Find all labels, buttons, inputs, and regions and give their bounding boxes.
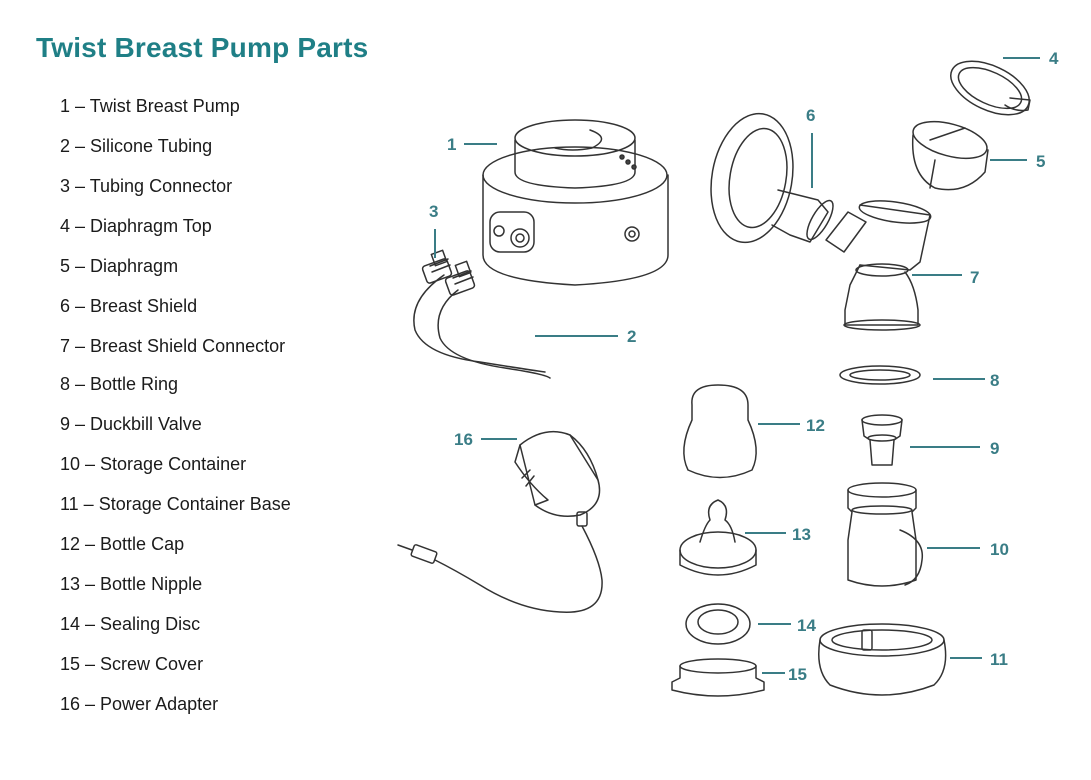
bottle-ring-illustration (839, 365, 921, 385)
parts-list-item: 8 – Bottle Ring (60, 374, 179, 394)
callout-3: 3 (429, 202, 438, 221)
bottle-nipple-illustration (679, 499, 757, 576)
parts-list-item: 16 – Power Adapter (60, 694, 219, 714)
power-adapter-illustration (397, 430, 603, 613)
callout-6: 6 (806, 106, 815, 125)
callout-13: 13 (792, 525, 811, 544)
breast-shield-connector-illustration (825, 200, 932, 331)
pump-body-illustration (482, 119, 669, 286)
parts-list-item: 9 – Duckbill Valve (60, 414, 202, 434)
storage-container-illustration (847, 482, 924, 587)
storage-container-base-illustration (818, 623, 947, 696)
callout-16: 16 (454, 430, 473, 449)
parts-list-item: 3 – Tubing Connector (60, 176, 233, 196)
callout-4: 4 (1049, 49, 1059, 68)
callout-8: 8 (990, 371, 999, 390)
diaphragm-illustration (911, 120, 989, 191)
parts-list-item: 15 – Screw Cover (60, 654, 204, 674)
duckbill-valve-illustration (861, 414, 903, 466)
parts-list-item: 1 – Twist Breast Pump (60, 96, 240, 116)
callout-10: 10 (990, 540, 1009, 559)
parts-list: 1 – Twist Breast Pump 2 – Silicone Tubin… (60, 92, 291, 730)
callout-9: 9 (990, 439, 999, 458)
callout-11: 11 (990, 650, 1008, 669)
screw-cover-illustration (671, 658, 765, 697)
callout-1: 1 (447, 135, 456, 154)
parts-list-item: 5 – Diaphragm (60, 256, 179, 276)
callout-12: 12 (806, 416, 825, 435)
parts-list-item: 13 – Bottle Nipple (60, 574, 203, 594)
diaphragm-top-illustration (950, 60, 1031, 116)
callout-14: 14 (797, 616, 816, 635)
callout-2: 2 (627, 327, 636, 346)
parts-list-item: 6 – Breast Shield (60, 296, 198, 316)
tubing-illustration (413, 249, 551, 379)
parts-list-item: 12 – Bottle Cap (60, 534, 185, 554)
page-title: Twist Breast Pump Parts (36, 32, 369, 63)
parts-list-item: 10 – Storage Container (60, 454, 247, 474)
parts-list-item: 14 – Sealing Disc (60, 614, 201, 634)
callout-15: 15 (788, 665, 807, 684)
bottle-cap-illustration (683, 384, 757, 479)
callout-7: 7 (970, 268, 979, 287)
parts-list-item: 4 – Diaphragm Top (60, 216, 212, 236)
parts-list-item: 7 – Breast Shield Connector (60, 336, 286, 356)
parts-list-item: 11 – Storage Container Base (60, 494, 291, 514)
parts-list-item: 2 – Silicone Tubing (60, 136, 213, 156)
breast-shield-illustration (710, 112, 834, 244)
sealing-disc-illustration (685, 603, 751, 645)
callout-5: 5 (1036, 152, 1045, 171)
